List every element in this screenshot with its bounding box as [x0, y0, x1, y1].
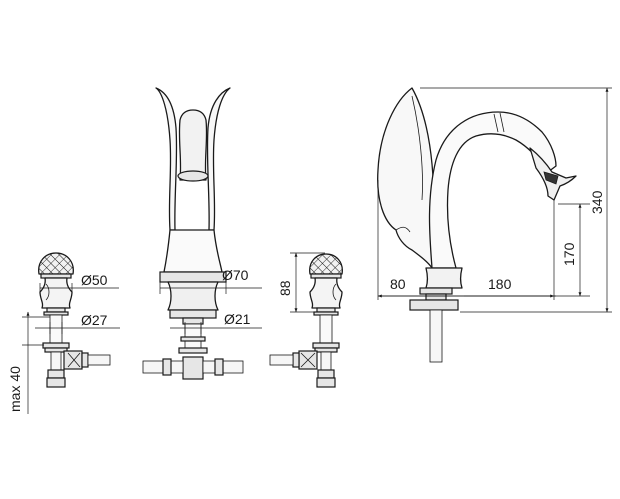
neck-band-1: [493, 113, 499, 133]
swan-flange: [409, 299, 459, 311]
dim180-label: 180: [488, 276, 512, 292]
left-lower-nut: [47, 369, 65, 379]
dim-88: 88: [277, 252, 325, 313]
spout-base-ring: [169, 309, 217, 319]
right-ring: [313, 311, 339, 316]
right-lower-nut: [317, 369, 335, 379]
spout-tee: [182, 356, 204, 380]
spout-front-view: [142, 87, 244, 380]
left-neck: [46, 307, 66, 313]
dia21-label: Ø21: [224, 311, 251, 327]
left-dimensions: Ø50 Ø27 max 40: [7, 272, 120, 414]
left-handle-highlight: [45, 283, 50, 301]
swan-base-nut: [425, 293, 447, 301]
swan-neck: [428, 111, 557, 269]
swan-dimensions: 80 180 170 340: [377, 87, 612, 313]
right-bottom-nut: [316, 377, 336, 388]
wing-curl: [395, 226, 411, 233]
right-crystal-knob: [309, 253, 343, 275]
dim80-label: 80: [390, 276, 406, 292]
max40-label: max 40: [7, 366, 23, 412]
right-nut-top: [312, 342, 340, 349]
left-fitting-cross: [67, 352, 81, 368]
right-fitting-cross: [300, 352, 316, 368]
spout-base: [167, 281, 219, 311]
left-crystal-knob: [38, 252, 74, 275]
dim170-label: 170: [561, 242, 577, 266]
left-fitting-nut: [81, 352, 89, 368]
center-dimensions: Ø70 Ø21: [159, 267, 262, 334]
swan-shank: [429, 309, 443, 363]
spout-shank: [184, 323, 202, 349]
swan-base-ring: [419, 287, 453, 295]
left-shank: [49, 314, 63, 344]
right-outlet-pipe: [269, 354, 294, 366]
right-nut: [314, 347, 338, 353]
left-handle-body: [39, 277, 73, 309]
spout-neck-nut: [182, 317, 204, 325]
left-bottom-nut: [46, 377, 66, 388]
swan-spout-side-view: [377, 87, 577, 363]
spout-nut: [178, 347, 208, 354]
neck-band-2: [499, 112, 505, 133]
wing-inner-line: [411, 95, 423, 201]
right-neck: [316, 307, 336, 313]
tee-right-nut: [214, 358, 224, 376]
spout-shank-ring: [180, 336, 206, 342]
swan-eye-mask: [543, 171, 559, 185]
left-wing: [155, 87, 178, 231]
left-ring: [43, 311, 69, 316]
right-handle-valve: [269, 253, 343, 388]
right-handle-highlight: [332, 283, 337, 301]
left-handle-valve: [38, 252, 111, 388]
tee-left-nut: [162, 358, 172, 376]
right-wing: [206, 87, 231, 231]
swan-head: [529, 147, 577, 201]
dim88-label: 88: [277, 280, 293, 296]
dia50-label: Ø50: [81, 272, 108, 288]
right-handle-body: [309, 277, 343, 309]
dia70-label: Ø70: [222, 267, 249, 283]
spout-body: [163, 229, 223, 273]
right-shank: [319, 314, 333, 344]
swan-base: [425, 267, 463, 289]
neck-ring: [177, 170, 209, 182]
swan-neck-front: [178, 109, 208, 181]
dia27-label: Ø27: [81, 312, 108, 328]
left-nut-top: [42, 342, 70, 349]
spout-collar: [159, 271, 227, 283]
left-outlet-pipe: [87, 354, 111, 366]
dim340-label: 340: [589, 190, 605, 214]
right-fitting-nut: [292, 352, 300, 368]
